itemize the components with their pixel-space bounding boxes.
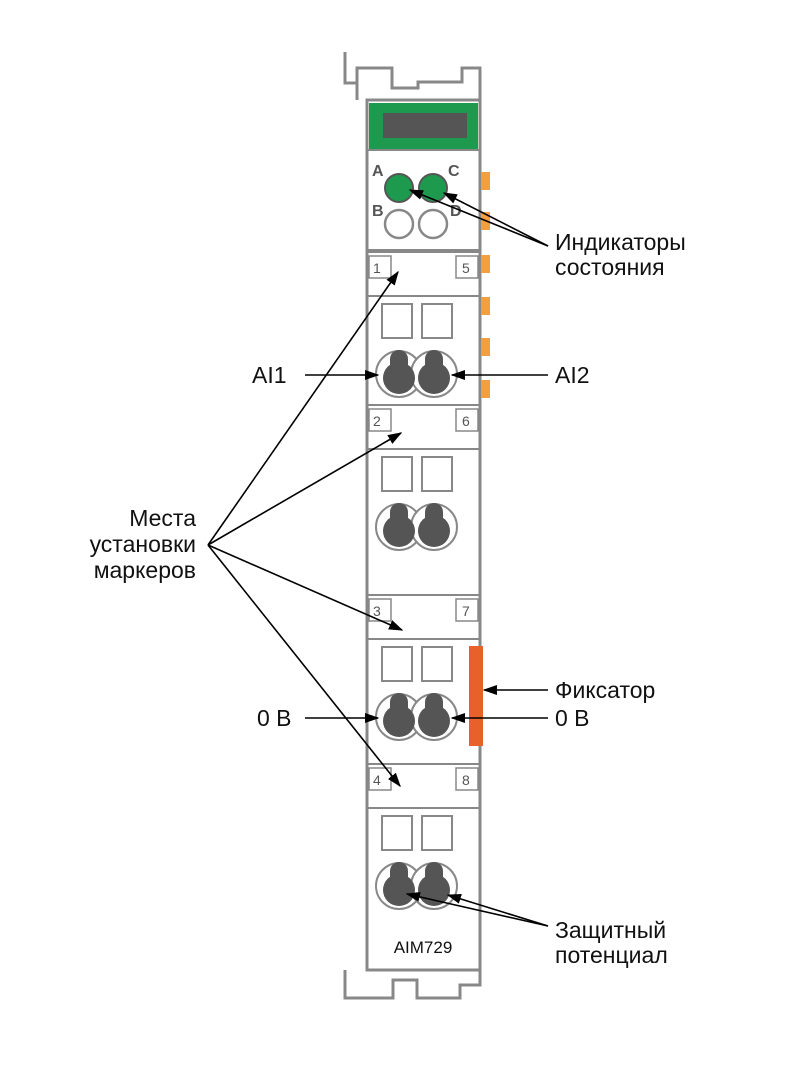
label-status-indicators-2: состояния <box>555 254 665 280</box>
release-button[interactable] <box>381 303 413 339</box>
terminal-number: 2 <box>373 413 381 429</box>
terminal-number: 8 <box>462 772 470 788</box>
led-label-a: A <box>372 163 384 180</box>
led-b <box>383 208 415 240</box>
label-ai1: AI1 <box>252 362 287 388</box>
led-d <box>417 208 449 240</box>
din-clip-top <box>343 52 482 100</box>
release-button[interactable] <box>381 646 413 682</box>
led-label-b: B <box>372 203 384 220</box>
release-button[interactable] <box>421 646 453 682</box>
terminal-number: 7 <box>462 603 470 619</box>
model-label: AIM729 <box>394 938 453 957</box>
label-marker-places-2: установки <box>90 531 196 557</box>
label-protective-potential-2: потенциал <box>555 942 668 968</box>
label-marker-places-1: Места <box>129 505 196 531</box>
label-latch: Фиксатор <box>555 677 655 703</box>
din-clip-bottom <box>343 950 482 1000</box>
latch[interactable] <box>469 646 483 746</box>
terminal-number: 6 <box>462 413 470 429</box>
led-label-d: D <box>450 203 462 220</box>
label-ai2: AI2 <box>555 362 590 388</box>
terminal-number: 1 <box>373 260 381 276</box>
release-button[interactable] <box>421 815 453 851</box>
led-a <box>384 173 414 203</box>
label-protective-potential-1: Защитный <box>555 917 666 943</box>
release-button[interactable] <box>421 303 453 339</box>
release-button[interactable] <box>381 456 413 492</box>
label-zero-v-right: 0 В <box>555 705 590 731</box>
terminal-number: 5 <box>462 260 470 276</box>
terminal-number: 4 <box>373 772 381 788</box>
terminal-number: 3 <box>373 603 381 619</box>
led-c <box>418 173 448 203</box>
release-button[interactable] <box>381 815 413 851</box>
release-button[interactable] <box>421 456 453 492</box>
label-zero-v-left: 0 В <box>257 705 292 731</box>
callout-arrows <box>207 189 549 927</box>
label-status-indicators-1: Индикаторы <box>555 229 686 255</box>
label-window <box>383 113 467 138</box>
led-label-c: C <box>448 163 460 180</box>
side-contacts <box>481 172 490 398</box>
label-marker-places-3: маркеров <box>94 557 196 583</box>
